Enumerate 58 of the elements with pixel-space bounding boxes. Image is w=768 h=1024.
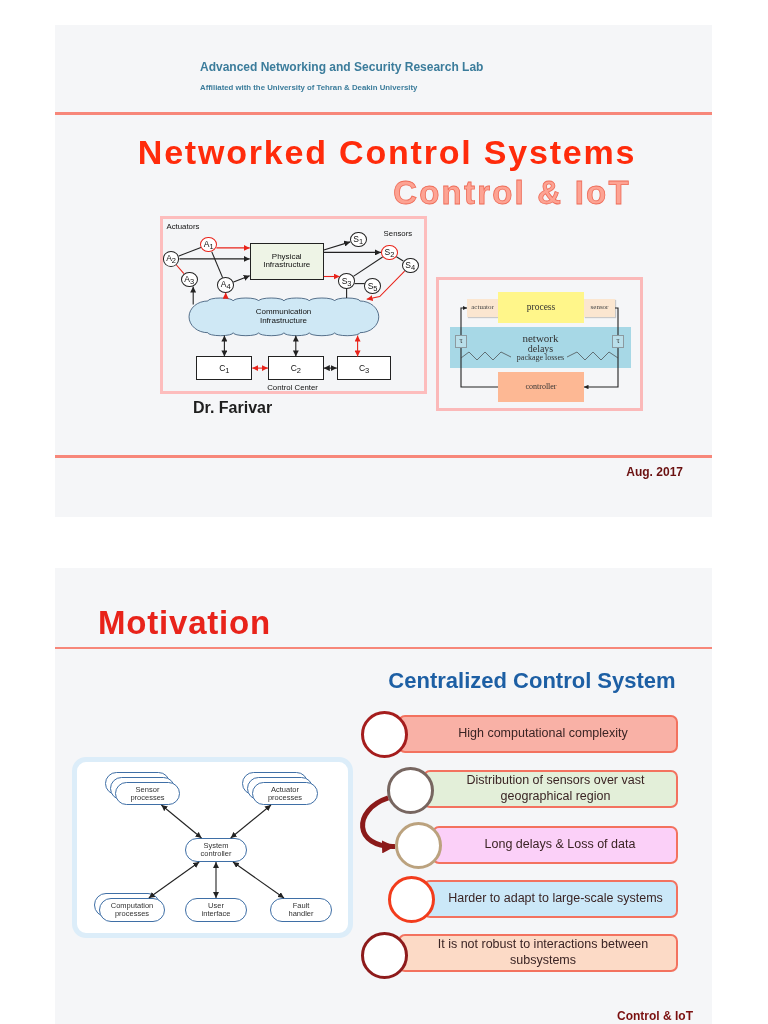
arrow bbox=[323, 240, 351, 251]
band-text: delays bbox=[527, 344, 554, 354]
double-arrow bbox=[221, 335, 228, 357]
controller-box: C$_{3}$ bbox=[336, 356, 392, 380]
double-arrow bbox=[251, 365, 269, 372]
author-name: Dr. Farivar bbox=[193, 400, 273, 416]
lab-name: Advanced Networking and Security Research Lab bbox=[200, 61, 484, 73]
connector-line bbox=[395, 256, 404, 262]
sensor-circle: S$_{3}$ bbox=[338, 273, 355, 289]
delay-box: τ bbox=[612, 335, 624, 348]
connector-line bbox=[346, 288, 348, 299]
date-text: Aug. 2017 bbox=[626, 466, 683, 478]
double-arrow bbox=[323, 365, 338, 372]
arrow bbox=[222, 292, 229, 299]
network-band bbox=[450, 327, 631, 368]
arrow bbox=[323, 249, 382, 256]
double-arrow bbox=[230, 804, 272, 839]
process-box: process bbox=[498, 292, 584, 323]
infrastructure-box: Physical Infrastructure bbox=[249, 243, 324, 280]
arrow bbox=[323, 273, 341, 280]
connector-line bbox=[211, 251, 224, 279]
footer-text: Control & IoT bbox=[617, 1010, 693, 1022]
controller-box: C$_{2}$ bbox=[267, 356, 324, 380]
problem-bar: Long delays & Loss of data bbox=[432, 826, 678, 864]
arrow bbox=[366, 270, 406, 301]
connector-line bbox=[178, 247, 202, 257]
connector-line bbox=[352, 256, 384, 277]
connector-line bbox=[460, 347, 499, 388]
band-text: package losses bbox=[516, 354, 565, 362]
slide-title: Networked Control Systems bbox=[137, 135, 637, 169]
connector-line bbox=[353, 283, 366, 285]
double-arrow bbox=[160, 804, 203, 839]
arrow bbox=[232, 275, 251, 283]
arrow bbox=[178, 255, 251, 262]
controller-box: controller bbox=[498, 372, 584, 402]
arrow bbox=[215, 244, 251, 251]
delay-box: τ bbox=[455, 335, 467, 348]
double-arrow bbox=[148, 861, 200, 899]
sensor-circle: S$_{5}$ bbox=[364, 278, 381, 294]
connector-line bbox=[175, 264, 185, 275]
network-cloud: Communication Infrastructure bbox=[188, 297, 379, 336]
arrow bbox=[460, 305, 468, 336]
arrow bbox=[360, 795, 396, 853]
band-text: network bbox=[522, 333, 559, 344]
slide-title: Motivation bbox=[98, 606, 271, 639]
controller-box: C$_{1}$ bbox=[196, 356, 253, 380]
slide-subtitle: Control & IoT bbox=[393, 176, 631, 209]
problem-bar: High computational complexity bbox=[398, 715, 678, 753]
double-arrow bbox=[292, 335, 299, 357]
problem-bar: It is not robust to interactions between subsystems bbox=[398, 934, 678, 972]
problem-bar: Distribution of sensors over vast geographical region bbox=[423, 770, 678, 808]
double-arrow bbox=[354, 335, 361, 357]
arrow bbox=[190, 286, 197, 306]
double-arrow bbox=[213, 861, 219, 899]
arrow bbox=[583, 347, 619, 390]
double-arrow bbox=[232, 861, 285, 899]
section-heading: Centralized Control System bbox=[388, 670, 676, 692]
connector-line bbox=[614, 307, 619, 336]
